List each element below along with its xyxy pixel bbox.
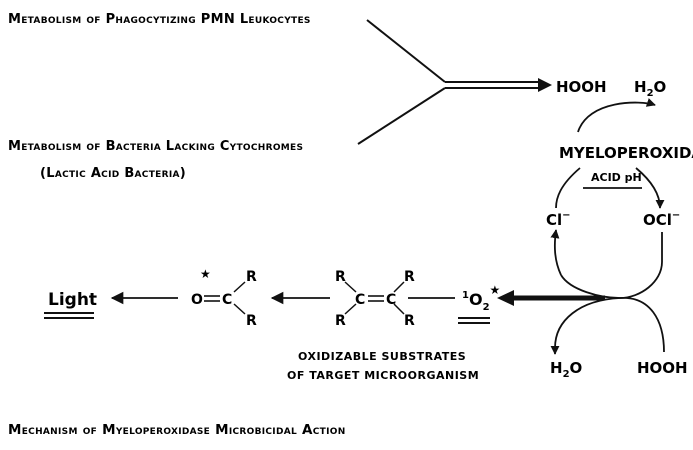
- figure-caption: Mechanism of Myeloperoxidase Microbicida…: [8, 422, 346, 438]
- h2o-top: H2O: [634, 78, 666, 99]
- substrate-c2: C: [386, 292, 396, 308]
- curve-ocl-down: [560, 232, 663, 299]
- bond-r2-c1: [344, 303, 357, 315]
- substrate-c1: C: [355, 292, 365, 308]
- singlet-oxygen: 1O2★: [462, 283, 500, 313]
- curve-to-cl: [550, 229, 562, 276]
- substrate-caption-2: OF TARGET MICROORGANISM: [287, 369, 479, 382]
- chloride-label: Cl−: [546, 210, 571, 229]
- curve-enzyme-to-ocl: [635, 167, 665, 209]
- carbonyl-r2: R: [246, 313, 257, 329]
- bond-c-r2: [233, 303, 246, 315]
- hypochlorite-label: OCl−: [643, 210, 680, 229]
- h2o-bottom: H2O: [550, 359, 582, 380]
- carbonyl-star: ★: [200, 267, 211, 281]
- hooh-top: HOOH: [556, 78, 607, 96]
- substrate-r2: R: [335, 313, 346, 329]
- curve-lower-loop: [554, 297, 665, 353]
- enzyme-name: MYELOPEROXIDASE: [559, 144, 693, 162]
- substrate-r4: R: [404, 313, 415, 329]
- carbonyl-o: O: [191, 292, 203, 308]
- light-label: Light: [48, 290, 97, 310]
- bond-r3-c2: [393, 281, 405, 293]
- converge-line-bottom: [357, 87, 446, 145]
- hooh-arrowhead: [538, 78, 552, 92]
- arc-hooh-to-h2o-top: [577, 98, 656, 133]
- converge-line-top: [366, 19, 446, 83]
- carbonyl-r1: R: [246, 269, 257, 285]
- source-pmn-label: Metabolism of Phagocytizing PMN Leukocyt…: [8, 12, 311, 27]
- curve-enzyme-to-cl: [555, 167, 581, 209]
- carbonyl-c: C: [222, 292, 232, 308]
- bond-r1-c1: [344, 281, 357, 293]
- bond-r4-c2: [393, 303, 405, 315]
- substrate-caption-1: OXIDIZABLE SUBSTRATES: [298, 350, 466, 363]
- substrate-r1: R: [335, 269, 346, 285]
- condition-label: ACID pH: [591, 171, 642, 184]
- thick-arrowhead: [497, 290, 514, 306]
- bond-c-r1: [233, 281, 246, 293]
- substrate-r3: R: [404, 269, 415, 285]
- hooh-bottom: HOOH: [637, 359, 688, 377]
- source-lactic-label: (Lactic Acid Bacteria): [40, 166, 186, 181]
- source-bacteria-label: Metabolism of Bacteria Lacking Cytochrom…: [8, 139, 303, 154]
